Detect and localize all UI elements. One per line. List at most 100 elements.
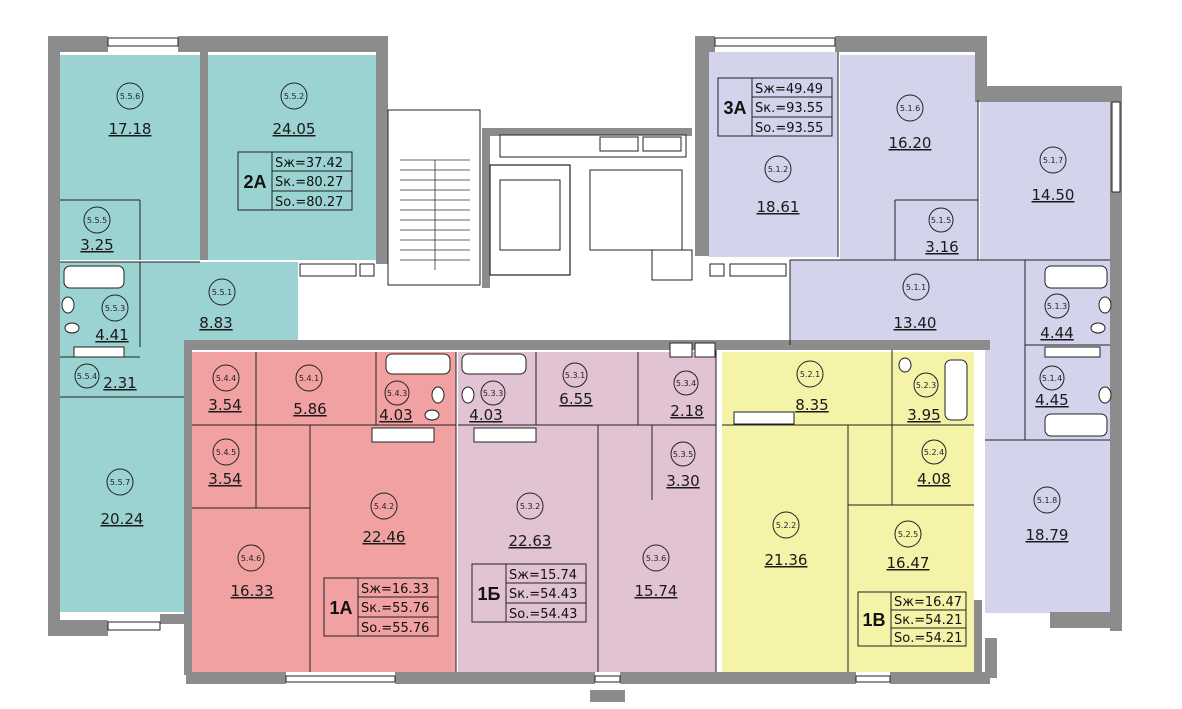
stat-k-2a: Sк.=80.27 — [275, 175, 343, 190]
svg-text:5.3.3: 5.3.3 — [483, 389, 503, 398]
room-code-5-5-2: 5.5.2 — [280, 82, 308, 110]
stat-k-1b: Sк.=54.43 — [509, 587, 577, 602]
room-code-5-1-8: 5.1.8 — [1033, 486, 1061, 514]
stat-k-3a: Sк.=93.55 — [755, 101, 823, 116]
svg-text:5.5.3: 5.5.3 — [105, 304, 125, 313]
room-area-5-1-3: 4.44 — [1040, 324, 1073, 342]
room-area-5-1-1: 13.40 — [894, 314, 937, 332]
room-5-1-6: 5.1.6 16.20 — [889, 94, 932, 152]
stat-living-1a: Sж=16.33 — [361, 582, 429, 597]
room-code-5-5-3: 5.5.3 — [101, 294, 129, 322]
svg-text:5.3.5: 5.3.5 — [673, 450, 693, 459]
room-code-5-3-4: 5.3.4 — [673, 370, 699, 396]
room-area-5-4-4: 3.54 — [208, 396, 241, 414]
room-area-5-1-7: 14.50 — [1032, 186, 1075, 204]
svg-text:5.2.2: 5.2.2 — [776, 521, 796, 530]
room-area-5-1-4: 4.45 — [1035, 391, 1068, 409]
svg-text:5.4.1: 5.4.1 — [299, 374, 319, 383]
room-area-5-4-3: 4.03 — [379, 406, 412, 424]
apartment-label-1a: 1A — [329, 598, 352, 618]
room-code-5-3-6: 5.3.6 — [642, 544, 670, 572]
room-code-5-3-3: 5.3.3 — [480, 380, 506, 406]
svg-text:5.1.2: 5.1.2 — [768, 165, 788, 174]
apartment-2a-zone — [60, 55, 378, 612]
room-code-5-3-1: 5.3.1 — [562, 362, 588, 388]
svg-text:5.1.6: 5.1.6 — [900, 104, 920, 113]
room-area-5-3-5: 3.30 — [666, 472, 699, 490]
apartment-3a-zone — [708, 52, 1110, 613]
apartment-stats-1b: 1Б Sж=15.74 Sк.=54.43 Sо.=54.43 — [471, 563, 587, 623]
room-area-5-3-3: 4.03 — [469, 406, 502, 424]
svg-text:5.1.5: 5.1.5 — [931, 216, 951, 225]
room-area-5-5-3: 4.41 — [95, 326, 128, 344]
room-code-5-2-5: 5.2.5 — [894, 520, 922, 548]
room-5-5-4: 5.5.4 2.31 — [74, 363, 137, 392]
room-code-5-5-1: 5.5.1 — [208, 278, 236, 306]
svg-text:5.4.3: 5.4.3 — [387, 389, 407, 398]
room-area-5-2-5: 16.47 — [887, 554, 930, 572]
room-5-5-7: 5.5.7 20.24 — [101, 468, 143, 528]
room-5-1-5: 5.1.5 3.16 — [925, 207, 959, 256]
stat-o-2a: Sо.=80.27 — [275, 195, 343, 210]
room-5-4-4: 5.4.4 3.54 — [208, 364, 242, 414]
room-area-5-5-4: 2.31 — [103, 374, 136, 392]
svg-text:5.1.1: 5.1.1 — [906, 283, 926, 292]
svg-text:5.4.6: 5.4.6 — [241, 554, 261, 563]
room-area-5-1-2: 18.61 — [757, 198, 800, 216]
room-code-5-4-1: 5.4.1 — [295, 364, 323, 392]
stat-living-3a: Sж=49.49 — [755, 82, 823, 97]
room-area-5-5-1: 8.83 — [199, 314, 232, 332]
room-code-5-3-5: 5.3.5 — [670, 441, 696, 467]
svg-text:5.2.1: 5.2.1 — [800, 370, 820, 379]
room-5-3-4: 5.3.4 2.18 — [670, 370, 704, 420]
apartment-stats-1a: 1A Sж=16.33 Sк.=55.76 Sо.=55.76 — [323, 577, 439, 637]
room-code-5-5-6: 5.5.6 — [116, 82, 144, 110]
svg-text:5.1.7: 5.1.7 — [1043, 156, 1063, 165]
room-code-5-1-7: 5.1.7 — [1039, 146, 1067, 174]
room-code-5-4-6: 5.4.6 — [237, 544, 265, 572]
room-5-3-3: 5.3.3 4.03 — [469, 380, 506, 424]
room-area-5-5-5: 3.25 — [80, 236, 113, 254]
room-code-5-4-3: 5.4.3 — [384, 380, 410, 406]
room-5-1-3: 5.1.3 4.44 — [1040, 293, 1074, 342]
apartment-1b-zone — [458, 352, 716, 672]
windows — [107, 37, 1121, 683]
apartment-label-1v: 1В — [862, 610, 885, 630]
room-5-5-5: 5.5.5 3.25 — [80, 206, 114, 254]
room-code-5-2-3: 5.2.3 — [913, 372, 939, 398]
svg-text:5.3.1: 5.3.1 — [565, 371, 585, 380]
room-code-5-1-5: 5.1.5 — [928, 207, 954, 233]
room-5-3-1: 5.3.1 6.55 — [559, 362, 593, 408]
room-code-5-1-6: 5.1.6 — [896, 94, 924, 122]
room-code-5-1-4: 5.1.4 — [1039, 365, 1065, 391]
svg-text:5.5.5: 5.5.5 — [87, 216, 107, 225]
svg-text:5.5.6: 5.5.6 — [120, 92, 140, 101]
room-code-5-5-4: 5.5.4 — [74, 363, 100, 389]
stair-core — [387, 109, 693, 286]
ventilation-shafts — [73, 136, 1101, 443]
stat-k-1a: Sк.=55.76 — [361, 601, 429, 616]
room-area-5-1-6: 16.20 — [889, 134, 932, 152]
svg-text:5.5.1: 5.5.1 — [212, 288, 232, 297]
room-5-2-5: 5.2.5 16.47 — [887, 520, 930, 572]
room-area-5-3-1: 6.55 — [559, 390, 592, 408]
outer-walls — [48, 36, 1122, 702]
room-area-5-3-2: 22.63 — [509, 532, 552, 550]
room-area-5-3-4: 2.18 — [670, 402, 703, 420]
svg-text:5.2.4: 5.2.4 — [924, 448, 944, 457]
stat-living-1v: Sж=16.47 — [894, 595, 962, 610]
room-code-5-5-5: 5.5.5 — [83, 206, 111, 234]
svg-text:5.5.4: 5.5.4 — [77, 372, 97, 381]
room-5-4-3: 5.4.3 4.03 — [379, 380, 413, 424]
room-code-5-1-3: 5.1.3 — [1044, 293, 1070, 319]
stat-living-1b: Sж=15.74 — [509, 568, 577, 583]
svg-text:5.2.3: 5.2.3 — [916, 381, 936, 390]
room-area-5-5-2: 24.05 — [273, 120, 316, 138]
room-5-2-1: 5.2.1 8.35 — [795, 360, 829, 414]
room-5-1-4: 5.1.4 4.45 — [1035, 365, 1069, 409]
room-code-5-1-2: 5.1.2 — [764, 155, 792, 183]
room-5-5-1: 5.5.1 8.83 — [199, 278, 236, 332]
svg-text:5.2.5: 5.2.5 — [898, 530, 918, 539]
room-area-5-2-4: 4.08 — [917, 470, 950, 488]
